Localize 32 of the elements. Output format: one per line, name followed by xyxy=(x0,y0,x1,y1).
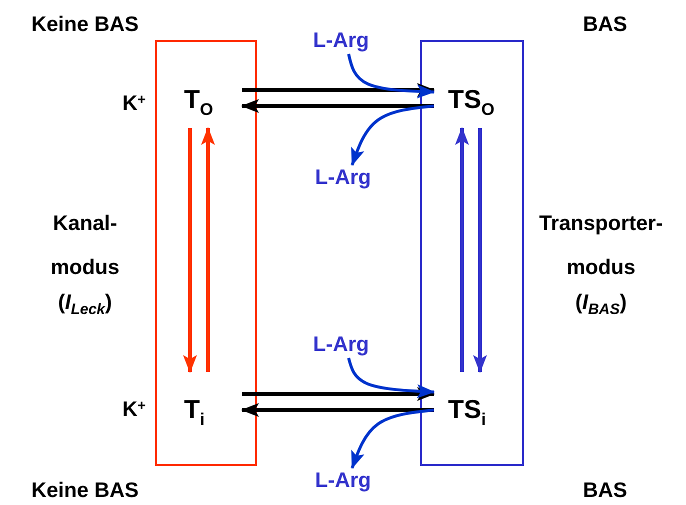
arrow xyxy=(183,128,197,373)
substrate-label: L-Arg xyxy=(315,165,371,191)
arrow xyxy=(455,127,469,372)
state-label: TS$_{i}$ xyxy=(448,394,486,431)
arrow xyxy=(350,408,434,469)
state-label: T$_{i}$ xyxy=(184,394,205,431)
arrow xyxy=(242,83,435,97)
state-label: TS$_{O}$ xyxy=(448,84,494,121)
arrow xyxy=(350,104,434,166)
arrow xyxy=(347,358,435,398)
arrow xyxy=(473,128,487,373)
substrate-label: L-Arg xyxy=(315,468,371,494)
arrow xyxy=(201,127,215,372)
arrow xyxy=(241,99,434,113)
arrow xyxy=(347,54,435,98)
condition-label: Keine BAS xyxy=(30,12,140,38)
mode-frame xyxy=(420,40,524,466)
ion-label: K$^{+}$ xyxy=(121,90,147,117)
ion-label: K$^{+}$ xyxy=(121,396,147,423)
arrow xyxy=(242,387,435,401)
mode-frame xyxy=(155,40,257,466)
mode-label: Kanal- modus xyxy=(50,211,120,281)
substrate-label: L-Arg xyxy=(313,332,369,358)
substrate-label: L-Arg xyxy=(313,28,369,54)
state-label: T$_{O}$ xyxy=(184,84,214,121)
current-label: (I$_{Leck}$) xyxy=(56,290,114,320)
condition-label: Keine BAS xyxy=(30,478,140,504)
condition-label: BAS xyxy=(582,12,628,38)
arrow xyxy=(241,403,434,417)
condition-label: BAS xyxy=(582,478,628,504)
mode-label: Transporter- modus xyxy=(538,211,664,281)
current-label: (I$_{BAS}$) xyxy=(574,290,628,320)
